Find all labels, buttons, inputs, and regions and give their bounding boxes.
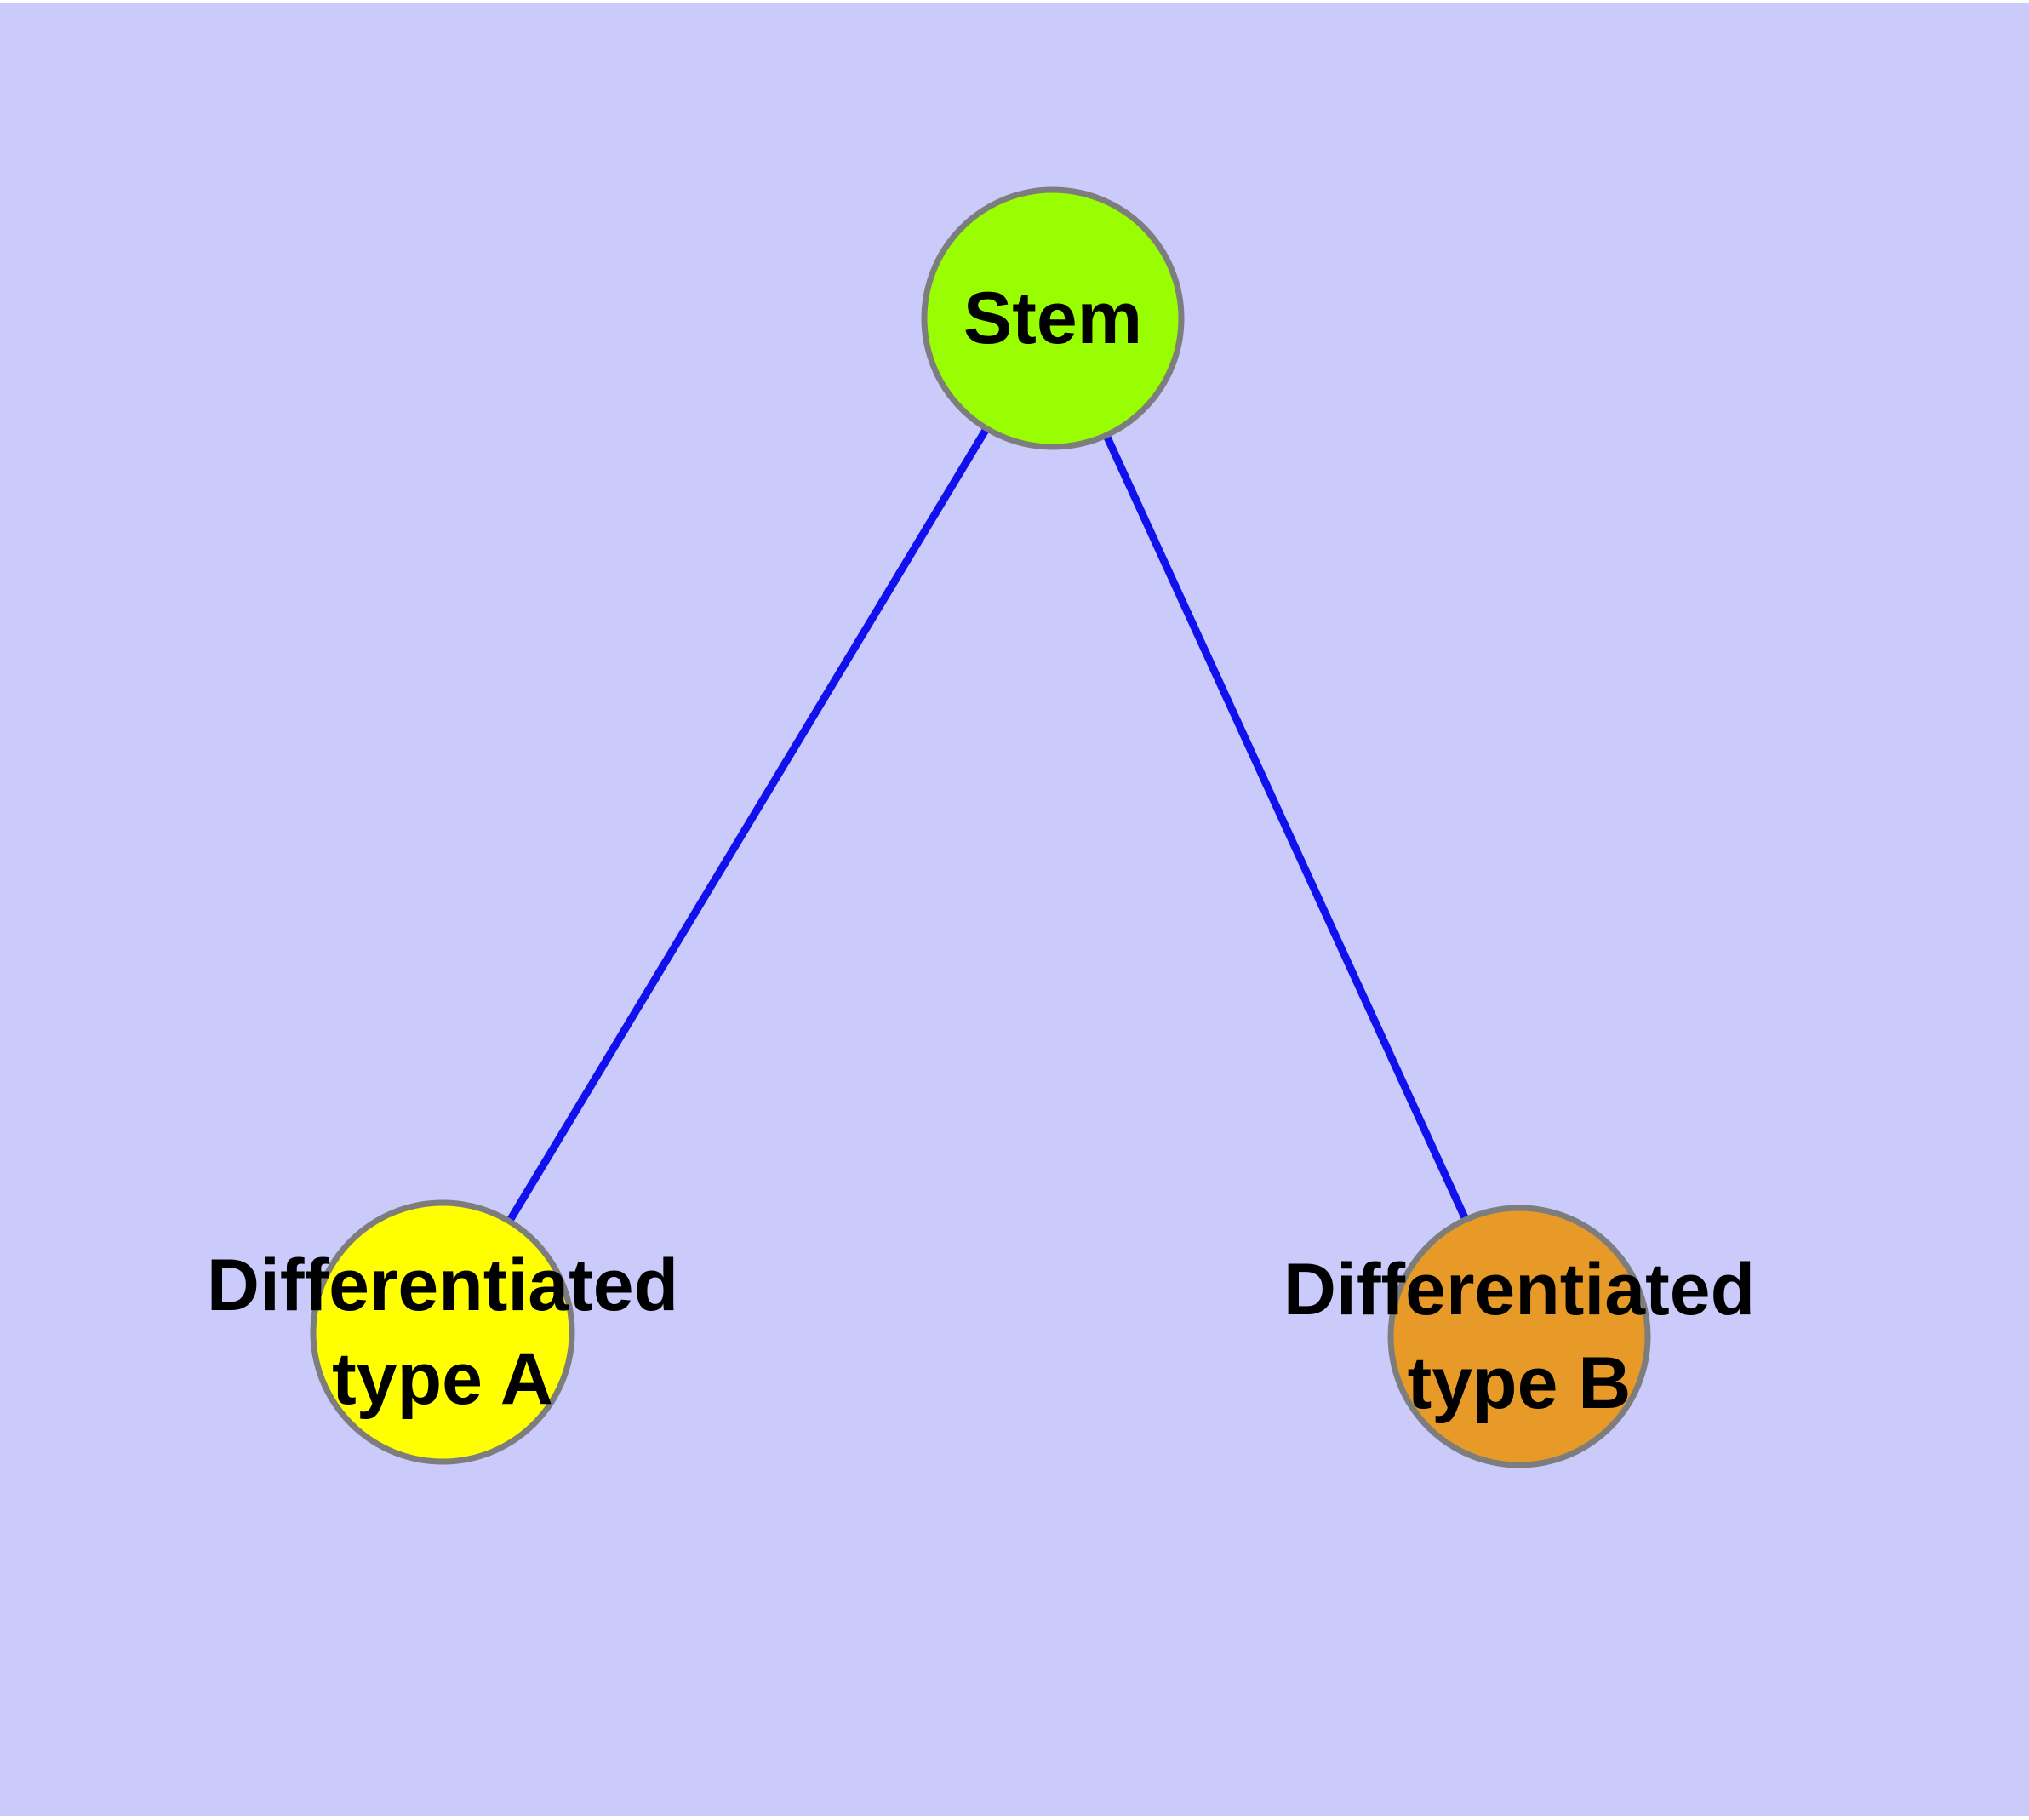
node-differentiated-type-a-label-line-2: type A — [332, 1338, 553, 1420]
node-differentiated-type-b-label: Differentiated type B — [1283, 1249, 1755, 1424]
node-stem-label-line-1: Stem — [963, 278, 1142, 359]
node-stem-circle — [921, 186, 1185, 450]
node-stem-label: Stem — [963, 278, 1142, 359]
edge-stem-to-differentiated-type-b — [1049, 317, 1523, 1338]
node-differentiated-type-b-label-line-1: Differentiated — [1283, 1249, 1755, 1331]
node-differentiated-type-b-label-line-2: type B — [1408, 1342, 1632, 1424]
edge-stem-to-differentiated-type-a — [439, 316, 1056, 1335]
node-differentiated-type-a-label-line-1: Differentiated — [207, 1245, 678, 1326]
node-differentiated-type-a-circle — [310, 1199, 575, 1465]
node-differentiated-type-a-label: Differentiated type A — [207, 1245, 678, 1420]
node-differentiated-type-b-circle — [1387, 1205, 1651, 1468]
